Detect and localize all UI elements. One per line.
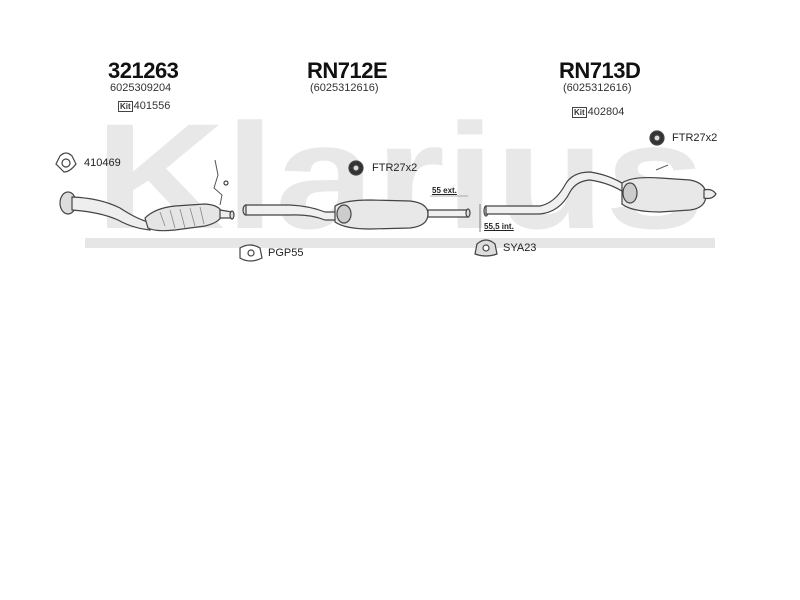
mount-icon (474, 239, 498, 257)
kit-number-label: 402804 (587, 106, 625, 118)
oem-number: 6025309204 (110, 82, 172, 94)
catalytic-converter (144, 203, 235, 232)
kit-number-label: 401556 (133, 100, 171, 112)
gasket-ring-icon (55, 152, 77, 173)
gasket-flange-label: PGP55 (268, 247, 304, 259)
middle-silencer (242, 199, 471, 230)
clamp-right-icon (649, 130, 665, 146)
dimension-ext-label: 55 ext. (432, 186, 457, 195)
kit-number: Kit 401556 (118, 100, 170, 112)
kit-number: Kit 402804 (572, 106, 624, 118)
clamp-right-label: FTR27x2 (672, 132, 718, 144)
gasket-flange-icon (239, 244, 263, 262)
part-number-rn712e: RN712E (307, 58, 388, 83)
kit-badge-icon: Kit (572, 106, 587, 118)
part-number-321263: 321263 (108, 58, 179, 83)
clamp-left-label: FTR27x2 (372, 162, 418, 174)
front-pipe (59, 159, 229, 231)
part-number-rn713d: RN713D (559, 58, 641, 83)
kit-badge-icon: Kit (118, 100, 133, 112)
clamp-left-icon (348, 160, 364, 176)
oem-number: (6025312616) (563, 82, 632, 94)
gasket-ring-label: 410469 (84, 157, 121, 169)
mount-label: SYA23 (503, 242, 537, 254)
oem-number: (6025312616) (310, 82, 379, 94)
rear-silencer (483, 164, 717, 217)
dimension-int-label: 55,5 int. (484, 222, 514, 231)
